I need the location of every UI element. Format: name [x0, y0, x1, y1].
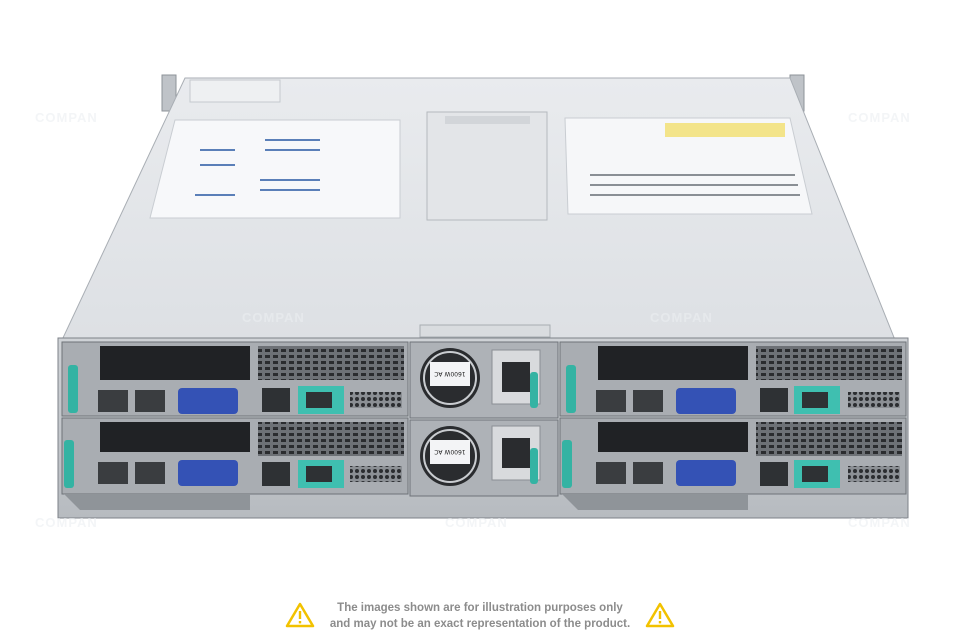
- watermark: COMPAN: [848, 110, 911, 125]
- disclaimer-line-1: The images shown are for illustration pu…: [337, 602, 623, 614]
- watermark: COMPAN: [650, 310, 713, 325]
- watermark: COMPAN: [445, 515, 508, 530]
- svg-text:1600W AC: 1600W AC: [434, 448, 465, 455]
- psu-top-label: 1600W AC: [430, 362, 470, 386]
- psu-bottom-label: 1600W AC: [430, 440, 470, 464]
- disclaimer-text: The images shown are for illustration pu…: [321, 600, 639, 632]
- watermark: COMPAN: [848, 515, 911, 530]
- watermark: COMPAN: [242, 310, 305, 325]
- svg-text:1600W AC: 1600W AC: [434, 370, 465, 377]
- watermark: COMPAN: [35, 515, 98, 530]
- disclaimer: The images shown are for illustration pu…: [285, 598, 675, 634]
- watermark: COMPAN: [35, 110, 98, 125]
- warning-icon: [645, 602, 675, 628]
- warning-icon: [285, 602, 315, 628]
- disclaimer-line-2: and may not be an exact representation o…: [329, 618, 631, 630]
- server-chassis-photo: 1600W AC 1600W AC: [57, 74, 909, 519]
